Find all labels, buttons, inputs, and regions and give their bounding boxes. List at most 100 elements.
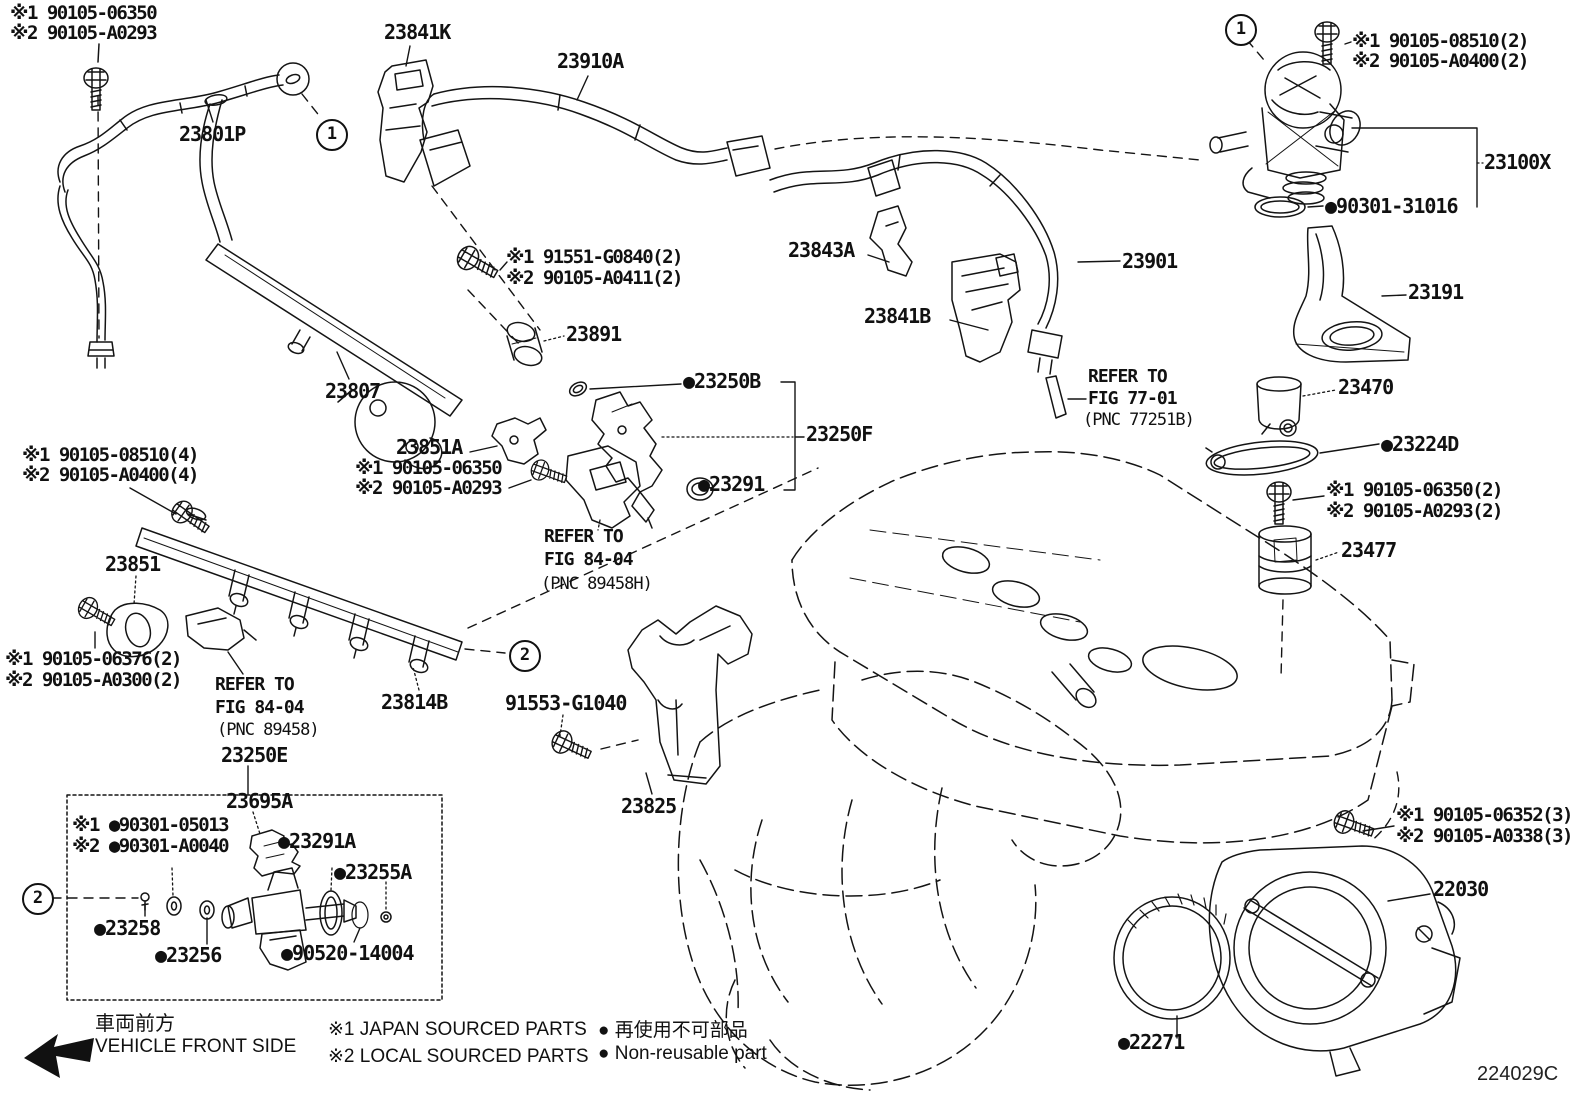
part-23291: ●23291 bbox=[698, 472, 765, 496]
part-23891: 23891 bbox=[566, 322, 622, 346]
inset-box bbox=[66, 794, 443, 1001]
part-23843A: 23843A bbox=[788, 238, 855, 262]
hw-90301-05013: ※1 ●90301-05013 bbox=[72, 814, 230, 836]
ref-fig8404-line3: (PNC 89458) bbox=[217, 720, 320, 740]
pipe-23801P bbox=[57, 43, 310, 369]
damper-23891 bbox=[506, 321, 543, 367]
tube-fig7701 bbox=[1045, 375, 1067, 419]
part-23256: ●23256 bbox=[155, 943, 222, 967]
part-22271: ●22271 bbox=[1118, 1030, 1185, 1054]
part-23100X: 23100X bbox=[1484, 150, 1551, 174]
part-22030: 22030 bbox=[1433, 877, 1489, 901]
pipe-23901 bbox=[769, 149, 1063, 375]
part-23250B: ●23250B bbox=[683, 369, 761, 393]
part-23851A: 23851A bbox=[396, 435, 463, 459]
part-91553-G1040: 91553-G1040 bbox=[505, 691, 627, 715]
part-23910A: 23910A bbox=[557, 49, 624, 73]
part-23901: 23901 bbox=[1122, 249, 1178, 273]
dotted-leaders bbox=[133, 162, 1484, 912]
part-23695A: 23695A bbox=[226, 789, 293, 813]
ref-fig8404h-line1: REFER TO bbox=[544, 526, 624, 547]
hw-90105-A0338-3: ※2 90105-A0338(3) bbox=[1396, 825, 1574, 847]
part-23191: 23191 bbox=[1408, 280, 1464, 304]
hw-90105-06352-3: ※1 90105-06352(3) bbox=[1396, 804, 1574, 826]
part-90301-31016: ●90301-31016 bbox=[1325, 194, 1458, 218]
hw-90105-08510-4: ※1 90105-08510(4) bbox=[22, 444, 200, 466]
sensor-23843A bbox=[869, 205, 913, 277]
leader-lines bbox=[94, 41, 1478, 1039]
part-23841K: 23841K bbox=[384, 20, 451, 44]
part-23258: ●23258 bbox=[94, 916, 161, 940]
hw-90105-A0293-top-2: ※2 90105-A0293 bbox=[10, 22, 158, 44]
ref-fig8404h-line3: (PNC 89458H) bbox=[541, 574, 653, 594]
hw-90105-06350-top-1: ※1 90105-06350 bbox=[10, 2, 158, 24]
engine-valve-cover-holes bbox=[941, 546, 1238, 709]
ref-fig7701-line1: REFER TO bbox=[1088, 366, 1168, 387]
hw-91551-G0840-2: ※1 91551-G0840(2) bbox=[506, 246, 684, 268]
gasket-22271 bbox=[1113, 893, 1231, 1020]
part-23814B: 23814B bbox=[381, 690, 448, 714]
connector-23841K bbox=[377, 59, 434, 183]
cup-23470 bbox=[1256, 376, 1302, 437]
injector-23250F bbox=[568, 381, 714, 529]
part-23477: 23477 bbox=[1341, 538, 1397, 562]
legend-local-sourced: ※2 LOCAL SOURCED PARTS bbox=[328, 1046, 589, 1067]
part-23291A: ●23291A bbox=[278, 829, 356, 853]
legend-japan-sourced: ※1 JAPAN SOURCED PARTS bbox=[328, 1019, 587, 1040]
part-23807: 23807 bbox=[325, 379, 381, 403]
callout-1: 1 bbox=[1225, 14, 1257, 46]
callout-2: 2 bbox=[509, 640, 541, 672]
hw-90105-A0400-2: ※2 90105-A0400(2) bbox=[1352, 50, 1530, 72]
hw-90301-A0040: ※2 ●90301-A0040 bbox=[72, 835, 230, 857]
pipe-23910A bbox=[419, 85, 771, 187]
part-23255A: ●23255A bbox=[334, 860, 412, 884]
part-23470: 23470 bbox=[1338, 375, 1394, 399]
engine-block-art bbox=[677, 450, 1415, 1091]
sensor-23841B bbox=[951, 253, 1021, 363]
vehicle-front-label-jp: 車両前方 bbox=[95, 1013, 175, 1035]
damper-23477 bbox=[1258, 481, 1312, 595]
fuel-rail-23814B bbox=[74, 496, 463, 674]
part-23250F: 23250F bbox=[806, 422, 873, 446]
fuel-rail-23807 bbox=[199, 93, 463, 470]
part-23825: 23825 bbox=[621, 794, 677, 818]
part-23801P: 23801P bbox=[179, 122, 246, 146]
front-side-arrow bbox=[24, 1034, 94, 1078]
hw-90105-A0293-2: ※2 90105-A0293(2) bbox=[1326, 500, 1504, 522]
hw-90105-08510-2: ※1 90105-08510(2) bbox=[1352, 30, 1530, 52]
ref-fig8404h-line2: FIG 84-04 bbox=[544, 549, 634, 570]
ref-fig7701-line2: FIG 77-01 bbox=[1088, 388, 1178, 409]
diagram-code: 224029C bbox=[1477, 1063, 1559, 1085]
bracket-23191 bbox=[1292, 225, 1411, 363]
sensor-fig8404h bbox=[565, 445, 641, 529]
hw-90105-06350-mid-1: ※1 90105-06350 bbox=[355, 457, 503, 479]
hw-90105-A0411-2: ※2 90105-A0411(2) bbox=[506, 267, 684, 289]
legend-nonreusable-jp: ● 再使用不可部品 bbox=[598, 1020, 748, 1041]
pump-23100X bbox=[1209, 21, 1361, 218]
part-23841B: 23841B bbox=[864, 304, 931, 328]
part-23250E: 23250E bbox=[221, 743, 288, 767]
legend-nonreusable-en: ● Non-reusable part bbox=[598, 1043, 767, 1064]
hw-90105-06376-2: ※1 90105-06376(2) bbox=[5, 648, 183, 670]
ref-fig7701-line3: (PNC 77251B) bbox=[1083, 410, 1195, 430]
throttle-body-22030 bbox=[1208, 807, 1461, 1077]
callout-2: 2 bbox=[22, 883, 54, 915]
gasket-23224D bbox=[1205, 440, 1319, 476]
dashed-lines bbox=[51, 39, 1400, 899]
part-23851: 23851 bbox=[105, 552, 161, 576]
clamp-23851A bbox=[491, 417, 547, 465]
callout-1: 1 bbox=[316, 119, 348, 151]
hw-90105-A0300-2: ※2 90105-A0300(2) bbox=[5, 669, 183, 691]
part-23224D: ●23224D bbox=[1381, 432, 1459, 456]
vehicle-front-label-en: VEHICLE FRONT SIDE bbox=[95, 1036, 297, 1057]
hw-90105-A0400-4: ※2 90105-A0400(4) bbox=[22, 464, 200, 486]
bolt-91551 bbox=[452, 241, 503, 286]
ref-fig8404-line2: FIG 84-04 bbox=[215, 697, 305, 718]
hw-90105-A0293-mid-2: ※2 90105-A0293 bbox=[355, 477, 503, 499]
grommet-23851 bbox=[106, 602, 169, 658]
ref-fig8404-line1: REFER TO bbox=[215, 674, 295, 695]
hw-90105-06350-2: ※1 90105-06350(2) bbox=[1326, 479, 1504, 501]
sensor-fig8404 bbox=[185, 607, 257, 651]
